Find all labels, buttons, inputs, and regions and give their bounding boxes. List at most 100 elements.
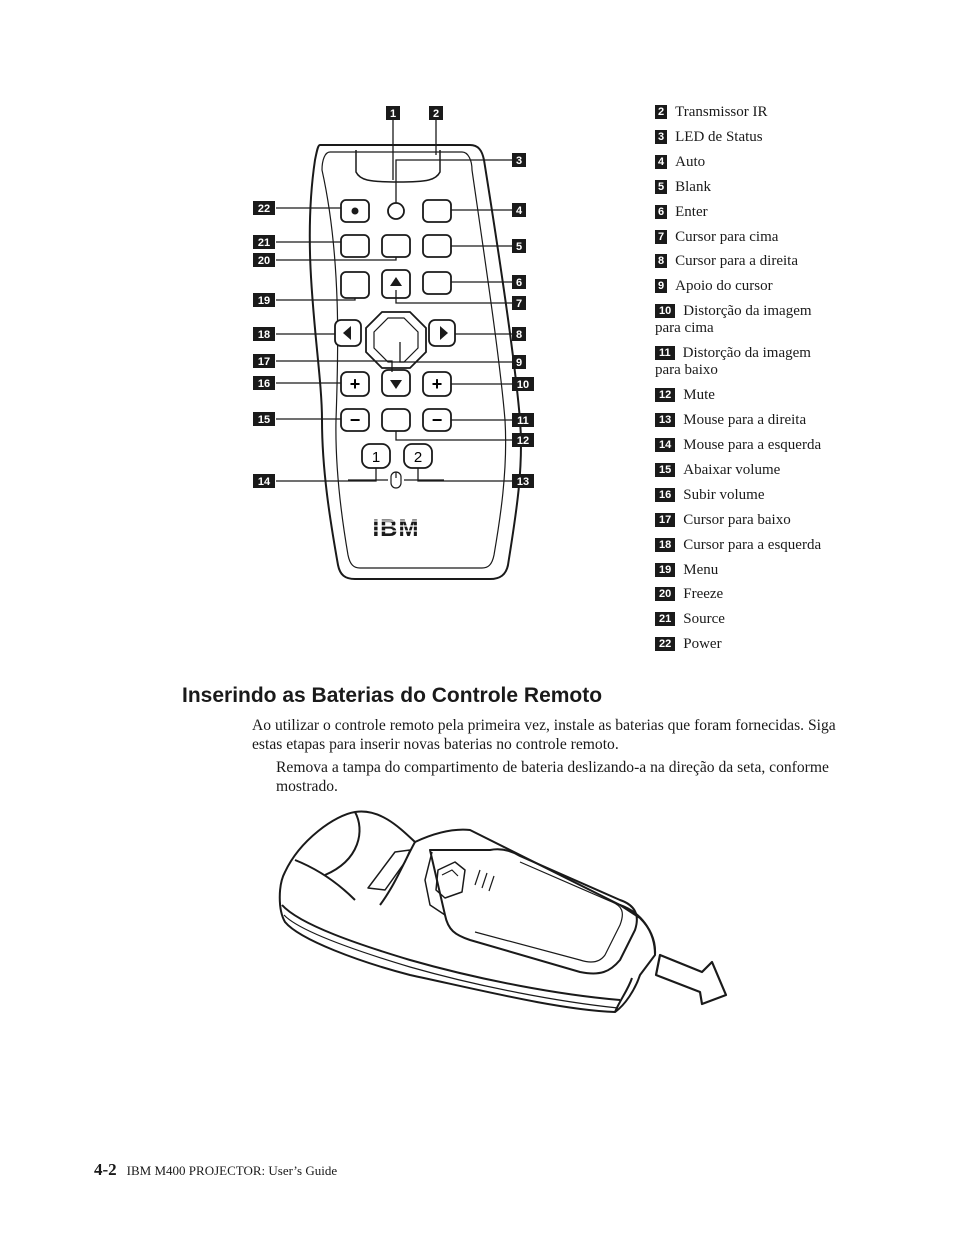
callout-13: 13 (517, 476, 529, 488)
callout-3: 3 (516, 155, 522, 167)
plus-glyph-left: + (350, 374, 361, 394)
legend-text: Freeze (683, 586, 724, 602)
legend-text: Auto (675, 154, 706, 170)
mouse-icon (348, 471, 444, 489)
legend-text: Mute (683, 387, 715, 403)
legend-item: 5 Blank (655, 179, 711, 196)
callout-16: 16 (258, 378, 270, 390)
legend-text-cont: para cima (655, 320, 714, 336)
legend-item: 8 Cursor para a direita (655, 253, 798, 270)
legend-number: 9 (655, 279, 668, 293)
legend-text-cont: para baixo (655, 362, 718, 378)
legend-text: Enter (675, 204, 708, 220)
callout-11: 11 (517, 415, 529, 427)
legend-item: 13 Mouse para a direita (655, 412, 806, 429)
legend-item: 7 Cursor para cima (655, 229, 778, 246)
callout-10: 10 (517, 379, 529, 391)
legend-number: 18 (655, 538, 676, 552)
legend-number: 15 (655, 463, 676, 477)
mouse-left-label: 1 (372, 449, 380, 466)
legend-number: 8 (655, 254, 668, 268)
remote-control-figure: + + − − 1 2 IBM (253, 106, 534, 580)
legend-text: Cursor para a direita (675, 253, 798, 269)
legend-number: 16 (655, 488, 676, 502)
callout-12: 12 (517, 435, 529, 447)
legend-item: 12 Mute (655, 387, 715, 404)
legend-item: 9 Apoio do cursor (655, 278, 773, 295)
legend-number: 21 (655, 612, 676, 626)
legend-item: 18 Cursor para a esquerda (655, 537, 821, 554)
legend-text: Cursor para cima (675, 229, 779, 245)
legend-number: 5 (655, 180, 668, 194)
callout-2: 2 (433, 108, 439, 120)
legend-item: 17 Cursor para baixo (655, 512, 791, 529)
legend-item: 20 Freeze (655, 586, 723, 603)
legend-item: 22 Power (655, 636, 722, 653)
legend-text: Distorção da imagem (682, 345, 811, 361)
legend-text: Cursor para a esquerda (683, 537, 822, 553)
legend-number: 14 (655, 438, 676, 452)
legend-number: 12 (655, 388, 676, 402)
callout-1: 1 (390, 108, 396, 120)
legend-text: Mouse para a esquerda (683, 437, 822, 453)
legend-number: 13 (655, 413, 676, 427)
callout-15: 15 (258, 414, 270, 426)
plus-glyph-right: + (432, 374, 443, 394)
legend-item: 6 Enter (655, 204, 708, 221)
legend-number: 10 (655, 304, 676, 318)
footer-title: IBM M400 PROJECTOR: User’s Guide (126, 1163, 338, 1178)
callout-5: 5 (516, 241, 522, 253)
legend-item: 4 Auto (655, 154, 705, 171)
legend-item: 3 LED de Status (655, 129, 763, 146)
step-paragraph: Remova a tampa do compartimento de bater… (276, 759, 829, 795)
legend-item: 2 Transmissor IR (655, 104, 768, 121)
legend-number: 20 (655, 587, 676, 601)
legend-text: Cursor para baixo (683, 512, 791, 528)
mouse-right-label: 2 (414, 449, 422, 466)
legend-number: 6 (655, 205, 668, 219)
callout-8: 8 (516, 329, 522, 341)
ibm-logo: IBM (373, 515, 420, 542)
legend-text: Apoio do cursor (675, 278, 773, 294)
callout-17: 17 (258, 356, 270, 368)
legend-number: 22 (655, 637, 676, 651)
minus-glyph-right: − (432, 410, 443, 430)
page-footer: 4-2 IBM M400 PROJECTOR: User’s Guide (94, 1160, 337, 1180)
legend-text: LED de Status (675, 129, 763, 145)
legend-text: Power (683, 636, 722, 652)
legend-number: 3 (655, 130, 668, 144)
legend-item: 15 Abaixar volume (655, 462, 780, 479)
callout-21: 21 (258, 237, 270, 249)
callout-4: 4 (516, 205, 523, 217)
legend-text: Mouse para a direita (683, 412, 807, 428)
legend-text: Transmissor IR (675, 104, 768, 120)
callout-9: 9 (516, 357, 522, 369)
callout-19: 19 (258, 295, 270, 307)
callout-7: 7 (516, 298, 522, 310)
intro-paragraph: Ao utilizar o controle remoto pela prime… (252, 717, 836, 753)
battery-cover-illustration (278, 810, 728, 1013)
legend-number: 4 (655, 155, 668, 169)
legend-number: 7 (655, 230, 668, 244)
legend-number: 11 (655, 346, 675, 360)
legend-text: Abaixar volume (683, 462, 781, 478)
page-number: 4-2 (94, 1160, 117, 1179)
minus-glyph-left: − (350, 410, 361, 430)
legend-item: 14 Mouse para a esquerda (655, 437, 821, 454)
legend-text: Source (683, 611, 725, 627)
section-title: Inserindo as Baterias do Controle Remoto (182, 684, 603, 707)
callout-20: 20 (258, 255, 270, 267)
legend-number: 17 (655, 513, 676, 527)
legend-text: Subir volume (683, 487, 765, 503)
legend-text: Distorção da imagem (683, 303, 812, 319)
legend-item: 21 Source (655, 611, 725, 628)
legend-number: 2 (655, 105, 668, 119)
legend-number: 19 (655, 563, 676, 577)
legend-text: Blank (675, 179, 711, 195)
callout-18: 18 (258, 329, 270, 341)
callout-14: 14 (258, 476, 271, 488)
callout-6: 6 (516, 277, 522, 289)
